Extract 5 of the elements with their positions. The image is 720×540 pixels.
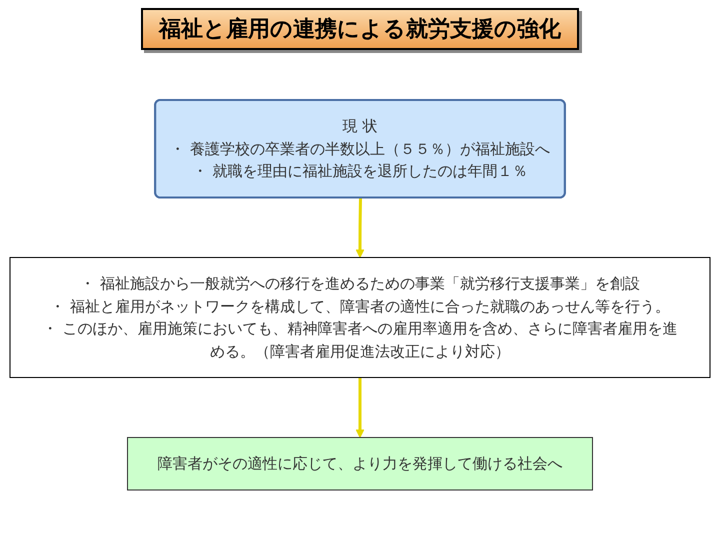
node-box: ・ 福祉施設から一般就労への移行を進めるための事業「就労移行支援事業」を創設 ・ 福祉と雇用がネットワークを構成して、障害者の適性に合った就職のあっせん等を行う。 ・ このほか、雇用施策においても、精神障害者への雇用率適用を含め、さらに障害者雇用を進める。（障害者雇用促進法改正により対応）	[10, 257, 710, 378]
title: 福祉と雇用の連携による就労支援の強化	[141, 8, 579, 50]
node-box: 障害者がその適性に応じて、より力を発揮して働ける社会へ	[127, 437, 593, 490]
arrow	[356, 198, 364, 258]
arrow	[356, 378, 364, 438]
